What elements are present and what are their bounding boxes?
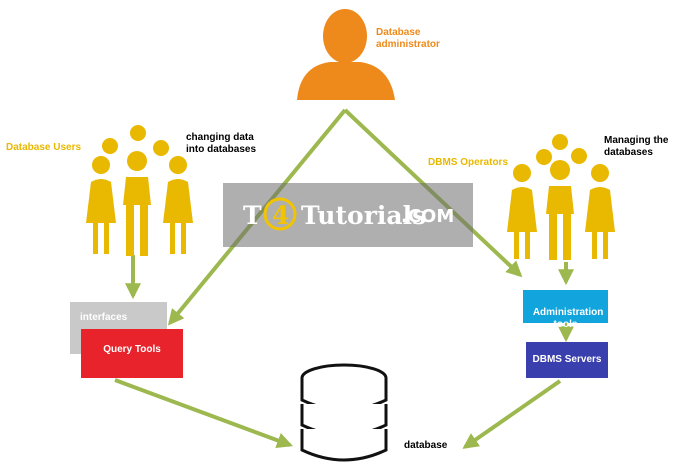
database-icon <box>300 363 388 462</box>
group-of-people-icon <box>507 134 615 260</box>
database-label: database <box>404 440 448 451</box>
database-users-label: Database Users <box>6 142 82 153</box>
administration-tools-label: Administration tools <box>532 307 604 330</box>
watermark-four: 4 <box>272 201 290 230</box>
watermark: T 4 Tutorials .COM <box>223 183 473 247</box>
arrow-query-tools-to-database <box>114 378 293 449</box>
interfaces-label: interfaces <box>80 312 128 323</box>
watermark-tutorials: Tutorials <box>301 201 427 230</box>
dbms-servers-label: DBMS Servers <box>532 354 602 365</box>
changing-data-label: changing data into databases <box>186 132 257 155</box>
watermark-circle-icon <box>263 197 297 231</box>
query-tools-label: Query Tools <box>103 344 161 355</box>
group-of-people-icon <box>86 125 193 256</box>
administration-tools-box: Administration tools <box>523 290 608 330</box>
managing-databases-label: Managing the databases <box>604 135 669 158</box>
dbms-servers-box: DBMS Servers <box>526 342 608 378</box>
watermark-t: T <box>243 201 262 230</box>
person-icon <box>297 9 395 100</box>
dbms-operators-label: DBMS Operators <box>428 157 509 168</box>
query-tools-box: Query Tools <box>81 329 183 378</box>
arrow-servers-to-database <box>462 379 562 449</box>
database-administrator-label: Database administrator <box>376 27 440 50</box>
watermark-com: .COM <box>401 206 455 227</box>
